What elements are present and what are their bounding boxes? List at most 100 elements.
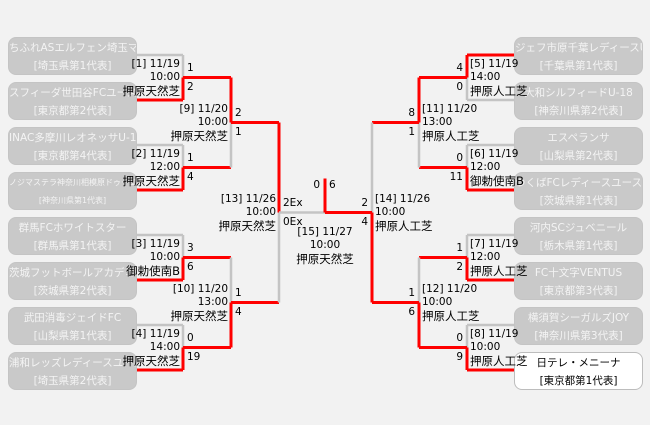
match-number-date: [5] 11/19 (470, 57, 519, 70)
team-name: つくばFCレディースユース (515, 177, 643, 189)
team-name: スフィーダ世田谷FCユース (9, 87, 137, 99)
score-top: 3 (187, 241, 194, 254)
match-number-date: [11] 11/20 (422, 102, 478, 115)
score-bottom: 1 (235, 125, 242, 138)
team-box[interactable]: 河内SCジュベニール [栃木県第1代表] (514, 217, 643, 255)
team-representative: [東京都第1代表] (539, 375, 618, 387)
final-score-left: 0 (313, 178, 320, 191)
score-top: 0 (456, 151, 463, 164)
team-representative: [神奈川県第1代表] (38, 196, 107, 205)
team-name: 群馬FCホワイトスター (18, 222, 127, 234)
match-number-date: [9] 11/20 (179, 102, 228, 115)
match-number-date: [10] 11/20 (172, 282, 228, 295)
match-number-date: [3] 11/19 (131, 237, 180, 250)
score-top: 0 (456, 331, 463, 344)
match-venue: 御勅使南B (470, 173, 524, 188)
team-representative: [東京都第4代表] (33, 150, 112, 162)
match-time: 10:00 (149, 70, 180, 83)
team-box[interactable]: 武田消毒ジェイドFC [山梨県第1代表] (8, 307, 137, 345)
match-time: 10:00 (470, 340, 501, 353)
match-time: 13:00 (197, 295, 228, 308)
team-box[interactable]: ノジマステラ神奈川相模原ドゥーエ [神奈川県第1代表] (8, 172, 137, 210)
score-bottom: 6 (408, 305, 415, 318)
match-venue: 押原人工芝 (375, 218, 433, 233)
match-time: 14:00 (470, 70, 501, 83)
team-name: ノジマステラ神奈川相模原ドゥーエ (9, 178, 137, 187)
team-name: FC十文字VENTUS (534, 267, 623, 279)
team-box[interactable]: 浦和レッズレディースユース[埼玉県第2代表] (8, 352, 137, 390)
team-representative: [山梨県第2代表] (539, 150, 618, 162)
team-box[interactable]: ちふれASエルフェン埼玉マリ[埼玉県第1代表] (8, 37, 137, 75)
team-name: INAC多摩川レオネッサU-18 (9, 132, 137, 144)
match-number-date: [4] 11/19 (131, 327, 180, 340)
match-venue: 押原天然芝 (122, 353, 181, 368)
team-name: 武田消毒ジェイドFC (23, 312, 122, 324)
team-name: 河内SCジュベニール (529, 222, 628, 234)
team-box[interactable]: 日テレ・メニーナ[東京都第1代表] (514, 352, 643, 390)
final-time: 10:00 (309, 238, 341, 251)
match-number-date: [1] 11/19 (131, 57, 180, 70)
match-number-date: [13] 11/26 (220, 192, 276, 205)
team-box[interactable]: スフィーダ世田谷FCユース [東京都第2代表] (8, 82, 137, 120)
match-number-date: [2] 11/19 (131, 147, 180, 160)
score-top: 1 (187, 61, 194, 74)
match-venue: 押原人工芝 (422, 308, 480, 323)
score-bottom: 19 (187, 350, 201, 363)
team-box[interactable]: つくばFCレディースユース[茨城県第1代表] (514, 172, 643, 210)
match-number-date: [12] 11/20 (422, 282, 478, 295)
score-bottom: 2 (187, 80, 194, 93)
score-bottom: 4 (187, 170, 194, 183)
match-time: 14:00 (149, 340, 180, 353)
team-representative: [群馬県第1代表] (33, 240, 112, 252)
score-bottom: 9 (456, 350, 463, 363)
match-venue: 押原天然芝 (218, 218, 277, 233)
match-venue: 押原天然芝 (170, 128, 229, 143)
team-representative: [東京都第2代表] (33, 105, 112, 117)
score-bottom: 4 (235, 305, 242, 318)
match-time: 10:00 (149, 250, 180, 263)
team-box[interactable]: 大和シルフィードU-18[神奈川県第2代表] (514, 82, 643, 120)
match-venue: 押原人工芝 (470, 263, 528, 278)
team-representative: [山梨県第1代表] (33, 330, 112, 342)
team-representative: [茨城県第2代表] (33, 285, 112, 297)
score-bottom: 1 (408, 125, 415, 138)
team-box[interactable]: エスペランサ[山梨県第2代表] (514, 127, 643, 165)
team-representative: [埼玉県第1代表] (33, 60, 112, 72)
score-top: 0 (187, 331, 194, 344)
team-box[interactable]: 茨城フットボールアカデミー [茨城県第2代表] (8, 262, 137, 300)
score-bottom: 0Ex (283, 215, 303, 228)
team-box[interactable]: 横須賀シーガルズJOY[神奈川県第3代表] (514, 307, 643, 345)
score-bottom: 6 (187, 260, 194, 273)
match-time: 12:00 (149, 160, 180, 173)
team-name: 横須賀シーガルズJOY (527, 312, 630, 324)
score-top: 1 (456, 241, 463, 254)
score-bottom: 11 (449, 170, 463, 183)
team-box[interactable]: ジェフ市原千葉レディースU-18[千葉県第1代表] (514, 37, 643, 75)
match-time: 13:00 (422, 115, 453, 128)
score-top: 2 (235, 106, 242, 119)
team-box[interactable]: INAC多摩川レオネッサU-18 [東京都第4代表] (8, 127, 137, 165)
team-representative: [千葉県第1代表] (539, 60, 618, 72)
match-venue: 押原天然芝 (122, 173, 181, 188)
match-time: 10:00 (245, 205, 276, 218)
score-bottom: 0 (456, 80, 463, 93)
team-box[interactable]: FC十文字VENTUS[東京都第3代表] (514, 262, 643, 300)
match-number-date: [7] 11/19 (470, 237, 519, 250)
score-top: 2 (361, 196, 368, 209)
match-venue: 押原人工芝 (470, 353, 528, 368)
final-score-right: 6 (329, 178, 336, 191)
score-top: 1 (408, 286, 415, 299)
team-name: 大和シルフィードU-18 (524, 87, 633, 99)
score-top: 8 (408, 106, 415, 119)
match-time: 10:00 (197, 115, 228, 128)
match-venue: 押原天然芝 (122, 83, 181, 98)
team-name: 茨城フットボールアカデミー (9, 267, 137, 279)
score-top: 4 (456, 61, 463, 74)
team-representative: [栃木県第1代表] (539, 240, 618, 252)
team-box[interactable]: 群馬FCホワイトスター [群馬県第1代表] (8, 217, 137, 255)
score-top: 1 (235, 286, 242, 299)
match-time: 10:00 (422, 295, 453, 308)
score-bottom: 2 (456, 260, 463, 273)
final-venue: 押原天然芝 (296, 251, 354, 266)
score-bottom: 4 (361, 215, 368, 228)
